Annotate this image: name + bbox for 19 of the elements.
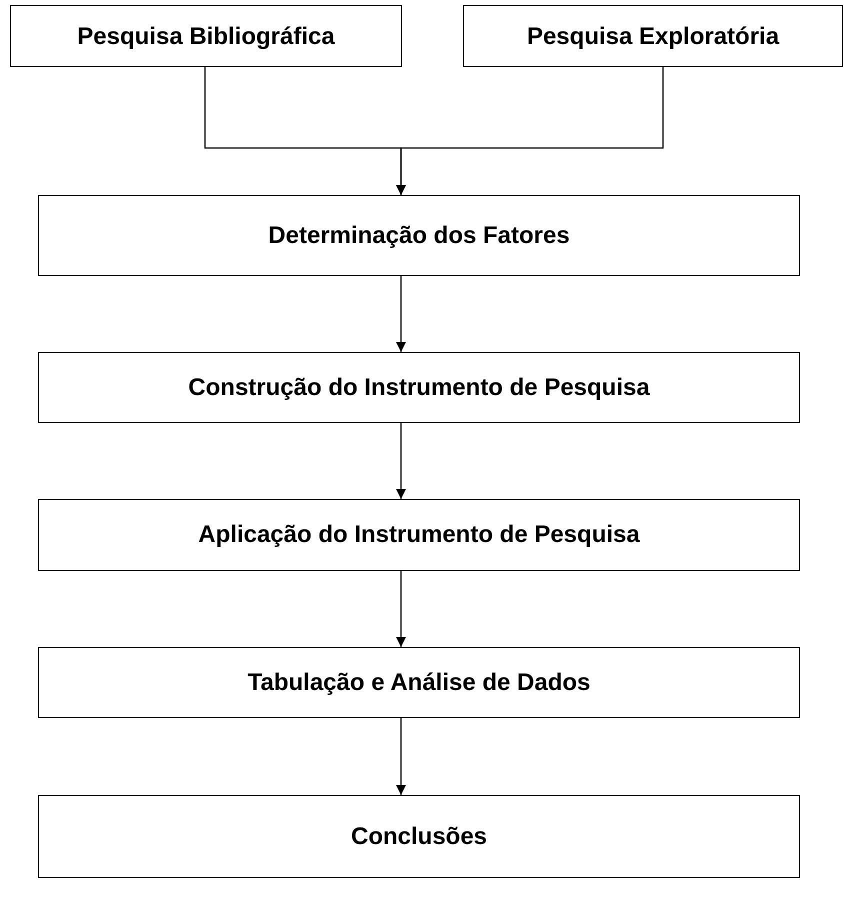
box-label: Pesquisa Exploratória: [526, 22, 780, 52]
box-label: Tabulação e Análise de Dados: [248, 668, 590, 698]
arrow: [396, 423, 406, 499]
process-box: [38, 499, 800, 571]
box-label: Construção do Instrumento de Pesquisa: [188, 372, 650, 402]
arrow: [396, 276, 406, 352]
box-label: Pesquisa Bibliográfica: [77, 22, 335, 52]
arrow: [396, 67, 664, 195]
process-box: [38, 795, 800, 878]
box-label: Determinação dos Fatores: [268, 220, 570, 250]
box-label: Aplicação do Instrumento de Pesquisa: [198, 520, 640, 550]
process-box: [38, 195, 800, 276]
arrow: [396, 571, 406, 647]
arrow: [396, 718, 406, 795]
process-box: [463, 5, 843, 67]
process-box: [38, 352, 800, 423]
box-label: Conclusões: [350, 822, 488, 852]
process-box: [38, 647, 800, 718]
process-box: [10, 5, 402, 67]
